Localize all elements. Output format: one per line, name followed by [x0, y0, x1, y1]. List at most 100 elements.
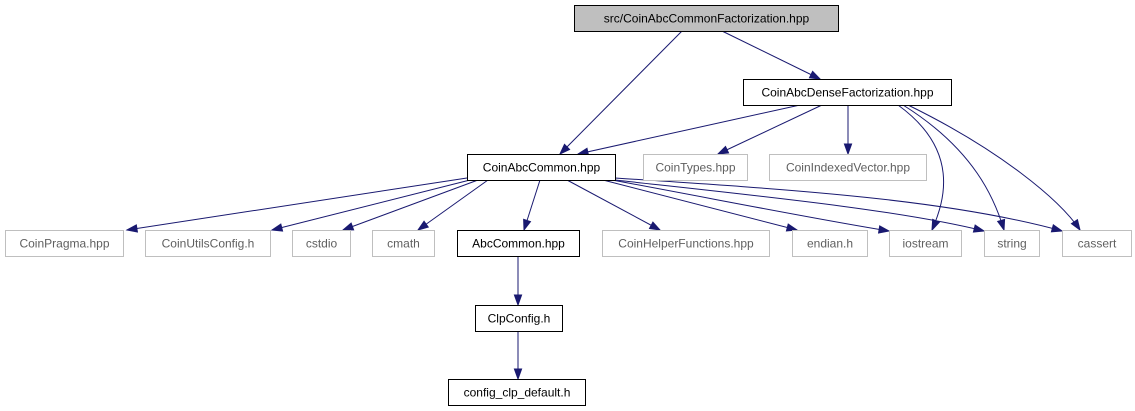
node-label: CoinUtilsConfig.h	[162, 237, 255, 251]
arrowhead	[270, 223, 284, 232]
node-label: ClpConfig.h	[488, 312, 551, 326]
node-box	[475, 305, 563, 332]
node-box	[792, 230, 868, 257]
node-box	[145, 230, 271, 257]
node-box	[643, 154, 748, 181]
edge-line	[417, 179, 489, 231]
node-box	[769, 154, 927, 181]
node-label: CoinAbcDenseFactorization.hpp	[761, 86, 933, 100]
node-cmath: cmath	[372, 230, 435, 257]
edge-line	[717, 104, 823, 155]
edges-layer	[125, 30, 1081, 381]
node-string: string	[984, 230, 1040, 257]
node-dense[interactable]: CoinAbcDenseFactorization.hpp	[743, 79, 952, 106]
arrowhead	[523, 218, 532, 232]
edge-line	[902, 104, 1005, 231]
node-label: CoinIndexedVector.hpp	[786, 161, 910, 175]
arrowhead	[972, 224, 986, 233]
node-label: config_clp_default.h	[464, 386, 571, 400]
edge-line	[611, 179, 890, 232]
node-label: iostream	[902, 237, 948, 251]
node-cassert: cassert	[1062, 230, 1132, 257]
edge-common-to-string	[614, 179, 986, 233]
edge-line	[271, 179, 471, 231]
edge-abccommon-to-clpconfig	[513, 256, 523, 307]
edge-dense-to-indexedvector	[843, 105, 853, 156]
edge-line	[566, 179, 661, 231]
node-label: CoinAbcCommon.hpp	[483, 161, 601, 175]
arrowhead	[125, 224, 139, 233]
edge-common-to-utilsconfig	[270, 179, 471, 232]
edge-clpconfig-to-configdefault	[513, 331, 523, 381]
edge-line	[126, 177, 468, 231]
node-endian: endian.h	[792, 230, 868, 257]
edge-line	[897, 104, 945, 231]
node-label: cmath	[387, 237, 420, 251]
arrowhead	[416, 220, 430, 231]
edge-line	[577, 104, 801, 155]
node-box	[602, 230, 770, 257]
arrowhead	[648, 221, 662, 231]
edge-line	[602, 179, 798, 231]
node-label: AbcCommon.hpp	[472, 237, 565, 251]
edge-line	[721, 30, 821, 80]
node-cstdio: cstdio	[292, 230, 351, 257]
node-label: CoinHelperFunctions.hpp	[618, 237, 754, 251]
arrowhead	[341, 222, 355, 231]
node-label: CoinTypes.hpp	[655, 161, 735, 175]
edge-line	[342, 179, 479, 231]
node-box	[372, 230, 435, 257]
node-label: string	[997, 237, 1026, 251]
edge-common-to-abccommon	[523, 179, 541, 232]
edge-common-to-cmath	[416, 179, 489, 231]
edge-common-to-endian	[602, 179, 799, 232]
edge-dense-to-string	[902, 104, 1006, 232]
node-box	[889, 230, 962, 257]
node-clpconfig[interactable]: ClpConfig.h	[475, 305, 563, 332]
node-box	[743, 79, 952, 106]
node-cointypes: CoinTypes.hpp	[643, 154, 748, 181]
edge-common-to-iostream	[611, 179, 891, 234]
arrowhead	[1070, 218, 1081, 232]
edge-dense-to-common	[576, 104, 801, 156]
node-iostream: iostream	[889, 230, 962, 257]
node-box	[984, 230, 1040, 257]
edge-line	[614, 179, 985, 232]
edge-line	[559, 30, 683, 155]
node-box	[5, 230, 124, 257]
node-label: cstdio	[306, 237, 338, 251]
edge-root-to-dense	[721, 30, 822, 80]
arrowhead	[1050, 224, 1064, 233]
arrowhead	[877, 225, 891, 234]
edge-dense-to-cointypes	[716, 104, 823, 155]
node-pragma: CoinPragma.hpp	[5, 230, 124, 257]
edge-line	[614, 177, 1063, 232]
arrowhead	[513, 294, 523, 307]
edge-line	[907, 104, 1081, 231]
edge-common-to-helper	[566, 179, 662, 231]
node-box	[1062, 230, 1132, 257]
arrowhead	[996, 218, 1006, 232]
arrowhead	[843, 143, 853, 156]
node-box	[448, 379, 586, 406]
node-configdefault[interactable]: config_clp_default.h	[448, 379, 586, 406]
arrowhead	[558, 143, 571, 156]
node-box	[292, 230, 351, 257]
arrowhead	[785, 223, 799, 232]
node-common[interactable]: CoinAbcCommon.hpp	[467, 154, 616, 181]
node-label: endian.h	[807, 237, 853, 251]
node-root: src/CoinAbcCommonFactorization.hpp	[574, 5, 839, 32]
node-label: CoinPragma.hpp	[19, 237, 109, 251]
node-indexedvector: CoinIndexedVector.hpp	[769, 154, 927, 181]
arrowhead	[716, 145, 730, 155]
node-box	[467, 154, 616, 181]
node-box	[457, 230, 580, 257]
edge-dense-to-iostream	[897, 104, 945, 232]
node-label: src/CoinAbcCommonFactorization.hpp	[604, 12, 810, 26]
edge-dense-to-cassert	[907, 104, 1081, 232]
node-abccommon[interactable]: AbcCommon.hpp	[457, 230, 580, 257]
nodes-layer: src/CoinAbcCommonFactorization.hppCoinAb…	[5, 5, 1132, 406]
edge-root-to-common	[558, 30, 683, 156]
arrowhead	[513, 368, 523, 381]
